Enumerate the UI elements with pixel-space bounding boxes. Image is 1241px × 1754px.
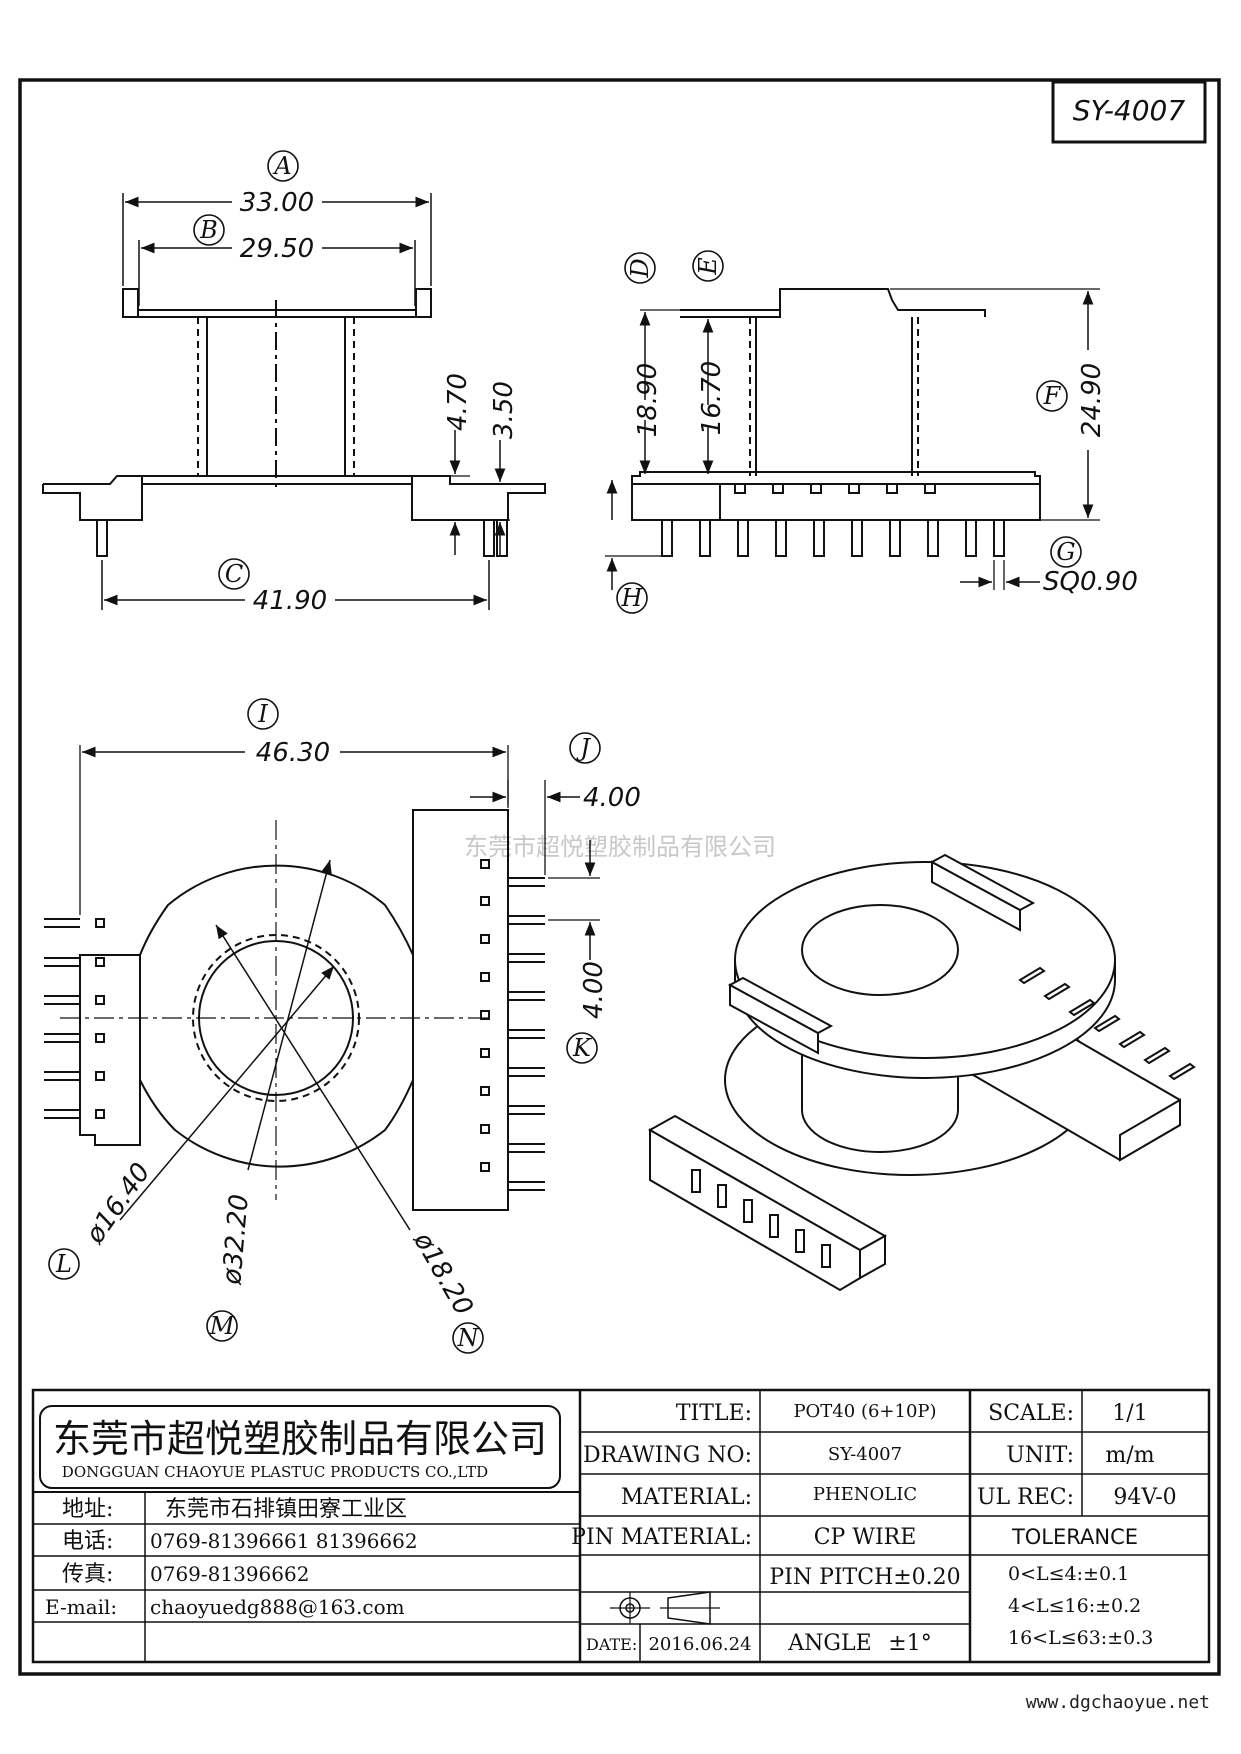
title-block xyxy=(31,1388,1211,1664)
material-label: MATERIAL: xyxy=(621,1485,752,1510)
dim-l-label: L xyxy=(55,1250,72,1278)
dim-a: 33.00 A xyxy=(122,150,432,286)
title-label: TITLE: xyxy=(676,1401,752,1426)
isometric-view xyxy=(647,853,1196,1292)
tolerance-2: 4<L≤16:±0.2 xyxy=(1008,1595,1141,1617)
phone-value: 0769-81396661 81396662 xyxy=(150,1529,418,1553)
date-value: 2016.06.24 xyxy=(648,1634,751,1655)
dim-l-value: ø16.40 xyxy=(80,1158,157,1250)
dim-g-value: SQ0.90 xyxy=(1043,567,1138,597)
dim-k-value: 4.00 xyxy=(579,961,609,1019)
email-label: E-mail: xyxy=(45,1595,117,1619)
dim-i-label: I xyxy=(257,700,268,728)
email-value: chaoyuedg888@163.com xyxy=(150,1595,405,1619)
dim-b-value: 29.50 xyxy=(240,234,314,264)
date-label: DATE: xyxy=(586,1635,637,1654)
dim-k: 4.00 K xyxy=(548,840,609,1064)
tolerance-1: 0<L≤4:±0.1 xyxy=(1008,1563,1129,1585)
fax-value: 0769-81396662 xyxy=(150,1562,309,1586)
angle-value: ±1° xyxy=(888,1631,931,1656)
unit-value: m/m xyxy=(1105,1443,1154,1468)
dim-n-value: ø18.20 xyxy=(407,1227,479,1321)
fax-label: 传真: xyxy=(62,1562,113,1587)
watermark-text: 东莞市超悦塑胶制品有限公司 xyxy=(464,833,776,861)
unit-label: UNIT: xyxy=(1006,1443,1074,1468)
dim-j-value: 4.00 xyxy=(583,783,641,813)
dim-c-value: 41.90 xyxy=(253,586,327,616)
company-name-cn: 东莞市超悦塑胶制品有限公司 xyxy=(53,1417,547,1461)
address-label: 地址: xyxy=(62,1497,113,1522)
part-number: SY-4007 xyxy=(1073,94,1186,127)
website-url: www.dgchaoyue.net xyxy=(1026,1692,1210,1713)
dim-k-label: K xyxy=(572,1034,593,1062)
front-view xyxy=(42,288,546,557)
dim-c: 41.90 C xyxy=(101,558,490,616)
dim-g: SQ0.90 G xyxy=(960,536,1138,597)
dim-4-70-value: 4.70 xyxy=(443,373,473,431)
dim-c-label: C xyxy=(225,560,243,588)
dim-m-label: M xyxy=(209,1312,236,1340)
scale-value: 1/1 xyxy=(1112,1401,1147,1426)
part-number-box: SY-4007 xyxy=(1051,80,1207,144)
dim-m-value: ø32.20 xyxy=(217,1193,255,1287)
dim-d-e: 18.90 16.70 D E xyxy=(624,250,727,474)
ul-label: UL REC: xyxy=(977,1485,1074,1510)
dim-a-value: 33.00 xyxy=(240,188,314,218)
drawing-no-label: DRAWING NO: xyxy=(583,1443,752,1468)
pin-material-value: CP WIRE xyxy=(814,1525,917,1550)
dim-diameters xyxy=(119,859,411,1231)
tolerance-3: 16<L≤63:±0.3 xyxy=(1008,1627,1153,1649)
dim-n-label: N xyxy=(457,1324,480,1352)
dim-f-value: 24.90 xyxy=(1077,363,1107,437)
dim-g-label: G xyxy=(1056,538,1075,566)
dim-m: ø32.20 M xyxy=(206,1193,255,1342)
dim-3-50-value: 3.50 xyxy=(489,381,519,439)
dim-b: 29.50 B xyxy=(138,214,416,306)
dim-h-label: H xyxy=(621,584,644,612)
scale-label: SCALE: xyxy=(988,1401,1074,1426)
address-value: 东莞市石排镇田寮工业区 xyxy=(165,1497,407,1522)
material-value: PHENOLIC xyxy=(813,1484,917,1505)
angle-label: ANGLE xyxy=(787,1631,871,1656)
drawing-no-value: SY-4007 xyxy=(828,1444,902,1465)
dim-d-value: 18.90 xyxy=(633,363,663,437)
dim-a-label: A xyxy=(272,152,291,180)
title-value: POT40 (6+10P) xyxy=(793,1401,936,1422)
dim-i-value: 46.30 xyxy=(256,738,330,768)
dim-b-label: B xyxy=(199,216,218,244)
dim-i: 46.30 I xyxy=(79,698,509,915)
dim-h: H xyxy=(605,480,662,614)
dim-l: ø16.40 L xyxy=(48,1158,157,1280)
pin-pitch-value: PIN PITCH±0.20 xyxy=(769,1565,960,1590)
dim-n: ø18.20 N xyxy=(407,1227,484,1354)
dim-j-label: J xyxy=(575,734,591,762)
ul-value: 94V-0 xyxy=(1113,1485,1176,1510)
dim-e-label: E xyxy=(694,257,722,276)
company-name-en: DONGGUAN CHAOYUE PLASTUC PRODUCTS CO.,LT… xyxy=(62,1463,488,1481)
sheet-border xyxy=(18,78,1221,1676)
dim-e-value: 16.70 xyxy=(697,361,727,435)
side-view xyxy=(631,288,1041,557)
dim-d-label: D xyxy=(626,258,654,278)
dim-f: 24.90 F xyxy=(890,288,1107,521)
phone-label: 电话: xyxy=(62,1529,113,1554)
bottom-view xyxy=(44,809,545,1211)
tolerance-label: TOLERANCE xyxy=(1011,1525,1138,1549)
dim-f-label: F xyxy=(1043,382,1062,410)
pin-material-label: PIN MATERIAL: xyxy=(571,1525,752,1550)
dim-pin-heights: 4.70 3.50 xyxy=(443,373,519,555)
